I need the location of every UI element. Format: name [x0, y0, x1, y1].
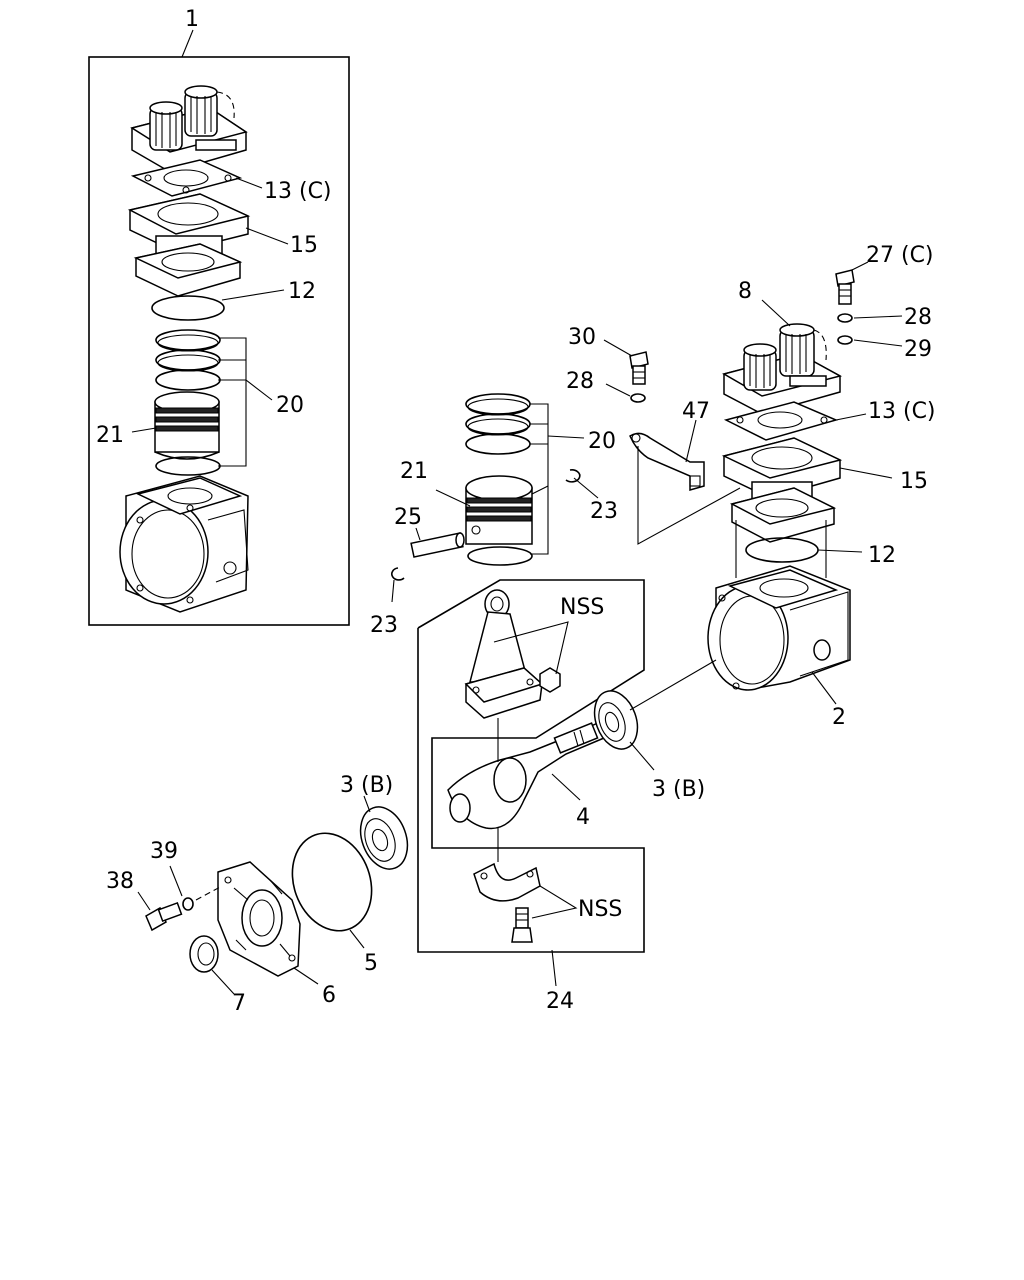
washer-icon: [182, 897, 194, 911]
washer-icon: [837, 313, 853, 323]
callout-12-right: 12: [868, 543, 896, 568]
washer-icon: [565, 469, 581, 483]
callout-nss-lower: NSS: [578, 897, 622, 922]
callout-25: 25: [394, 505, 422, 530]
assembly-1-group: [88, 29, 350, 626]
callout-2: 2: [832, 705, 846, 730]
callout-4: 4: [576, 805, 590, 830]
callout-20-mid: 20: [588, 429, 616, 454]
cylinder-icon: [464, 589, 544, 719]
washer-icon: [391, 567, 405, 581]
callout-nss-upper: NSS: [560, 595, 604, 620]
callout-39: 39: [150, 839, 178, 864]
cylinder-icon: [127, 193, 251, 297]
gasket-icon: [151, 295, 225, 321]
callout-28-right: 28: [904, 305, 932, 330]
crankshaft-icon: [447, 720, 605, 830]
callout-15-left: 15: [290, 233, 318, 258]
callout-20-left: 20: [276, 393, 304, 418]
callout-3b-left: 3 (B): [340, 773, 393, 798]
callout-47: 47: [682, 399, 710, 424]
callout-13c-left: 13 (C): [264, 179, 332, 204]
callout-38: 38: [106, 869, 134, 894]
bearing-icon: [189, 935, 219, 973]
bolt-icon: [629, 351, 649, 385]
crankcase-icon: [707, 565, 851, 691]
washer-icon: [465, 393, 531, 455]
cylinder-head-icon: [130, 85, 248, 173]
callout-labels: 1 13 (C) 15 12 20 21 27 (C) 8 28 29 30 2…: [96, 7, 936, 1016]
callout-21-mid: 21: [400, 459, 428, 484]
callout-8: 8: [738, 279, 752, 304]
washer-icon: [837, 335, 853, 345]
lower-parts-group: [137, 659, 717, 995]
cylinder-head-icon: [722, 323, 843, 415]
callout-3b-right: 3 (B): [652, 777, 705, 802]
cylinder-icon: [721, 437, 843, 543]
callout-13c-right: 13 (C): [868, 399, 936, 424]
callout-30: 30: [568, 325, 596, 350]
gasket-icon: [291, 832, 373, 932]
bolt-icon: [145, 901, 183, 932]
callout-7: 7: [232, 991, 246, 1016]
gasket-icon: [130, 159, 243, 197]
cover-icon: [217, 861, 301, 977]
callout-28-mid: 28: [566, 369, 594, 394]
callout-15-right: 15: [900, 469, 928, 494]
cylinder-icon: [473, 862, 541, 902]
bolt-icon: [539, 667, 561, 693]
bolt-icon: [511, 907, 533, 943]
callout-5: 5: [364, 951, 378, 976]
callout-6: 6: [322, 983, 336, 1008]
cover-icon: [629, 432, 705, 491]
callout-21-left: 21: [96, 423, 124, 448]
callout-27c: 27 (C): [866, 243, 934, 268]
assembly-1-frame: [88, 56, 350, 626]
crankcase-icon: [119, 475, 249, 613]
washer-icon: [155, 329, 221, 391]
callout-24: 24: [546, 989, 574, 1014]
callout-12-left: 12: [288, 279, 316, 304]
callout-1: 1: [185, 7, 199, 32]
gasket-icon: [723, 401, 839, 441]
bearing-icon: [593, 690, 639, 750]
conrod-group: [417, 579, 645, 987]
bolt-icon: [835, 269, 855, 305]
washer-icon: [630, 393, 646, 403]
callout-23-right: 23: [590, 499, 618, 524]
bearing-icon: [359, 806, 409, 870]
gasket-icon: [745, 537, 819, 563]
bolt-icon: [410, 532, 465, 558]
piston-icon: [465, 475, 533, 566]
middle-piston-group: [391, 339, 741, 603]
callout-29: 29: [904, 337, 932, 362]
piston-icon: [154, 391, 221, 476]
callout-23-left: 23: [370, 613, 398, 638]
right-cylinder-group: [707, 261, 903, 705]
